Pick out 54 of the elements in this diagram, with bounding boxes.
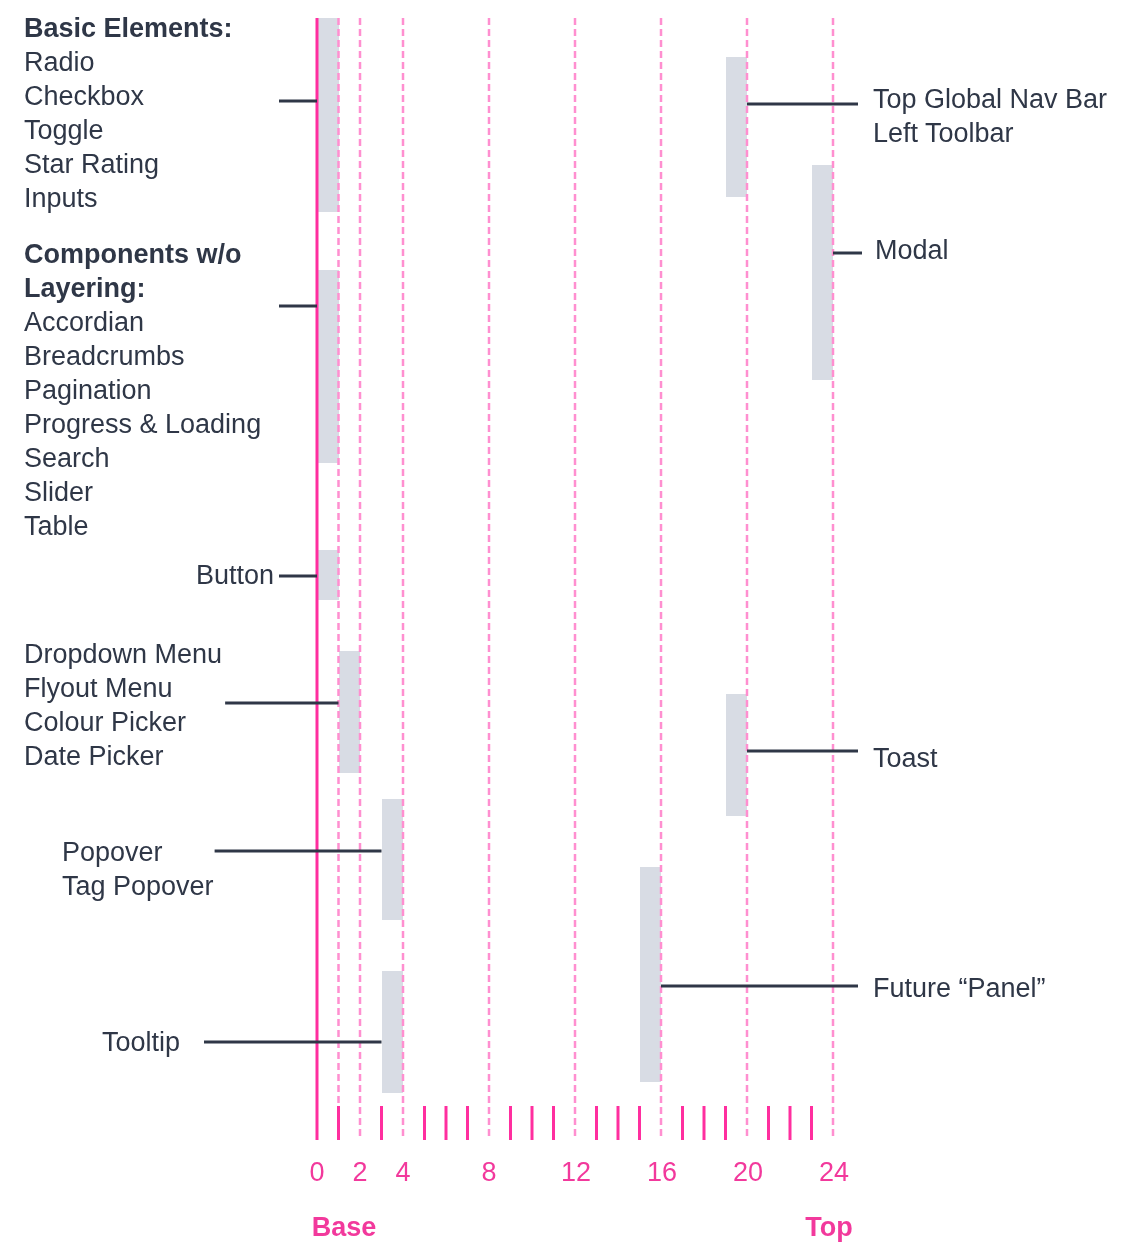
component-name: Date Picker bbox=[24, 740, 164, 773]
axis-end-label: Top bbox=[805, 1211, 853, 1244]
tick-label: 24 bbox=[819, 1156, 849, 1189]
tick-label: 20 bbox=[733, 1156, 763, 1189]
layer-bar bbox=[725, 694, 747, 816]
component-name: Breadcrumbs bbox=[24, 340, 185, 373]
layer-bar bbox=[381, 799, 403, 920]
component-name: Pagination bbox=[24, 374, 152, 407]
component-name: Toggle bbox=[24, 114, 104, 147]
layer-bar bbox=[338, 651, 360, 773]
tick-label: 8 bbox=[481, 1156, 497, 1189]
layer-bar bbox=[639, 867, 661, 1082]
component-name: Star Rating bbox=[24, 148, 160, 181]
leader-line bbox=[661, 984, 858, 988]
leader-line bbox=[833, 251, 862, 255]
leader-line bbox=[225, 701, 339, 705]
component-name: Dropdown Menu bbox=[24, 638, 223, 671]
component-name: Left Toolbar bbox=[873, 117, 1014, 150]
component-name: Colour Picker bbox=[24, 706, 187, 739]
component-name: Progress & Loading bbox=[24, 408, 262, 441]
layer-bar bbox=[381, 971, 403, 1093]
group-heading: Components w/o Layering: bbox=[24, 238, 243, 305]
component-name: Popover bbox=[62, 836, 163, 869]
component-name: Radio bbox=[24, 46, 95, 79]
component-name: Future “Panel” bbox=[873, 972, 1046, 1005]
leader-line bbox=[279, 99, 317, 103]
component-name: Modal bbox=[875, 234, 949, 267]
tick-label: 2 bbox=[352, 1156, 368, 1189]
leader-line bbox=[747, 749, 858, 753]
component-name: Accordian bbox=[24, 306, 145, 339]
component-name: Button bbox=[195, 559, 274, 592]
tick-label: 16 bbox=[647, 1156, 677, 1189]
tick-label: 0 bbox=[309, 1156, 325, 1189]
component-name: Tag Popover bbox=[62, 870, 214, 903]
component-name: Table bbox=[24, 510, 89, 543]
component-name: Flyout Menu bbox=[24, 672, 173, 705]
component-name: Inputs bbox=[24, 182, 98, 215]
group-heading: Basic Elements: bbox=[24, 12, 233, 45]
layer-bar bbox=[811, 165, 833, 380]
leader-line bbox=[214, 849, 382, 853]
component-name: Search bbox=[24, 442, 110, 475]
component-name: Checkbox bbox=[24, 80, 145, 113]
layer-bar bbox=[725, 57, 747, 197]
component-name: Tooltip bbox=[102, 1026, 181, 1059]
leader-line bbox=[279, 574, 317, 578]
leader-line bbox=[279, 304, 317, 308]
tick-label: 12 bbox=[561, 1156, 591, 1189]
component-name: Slider bbox=[24, 476, 94, 509]
tick-label: 4 bbox=[395, 1156, 411, 1189]
leader-line bbox=[204, 1040, 382, 1044]
axis-end-label: Base bbox=[311, 1211, 377, 1244]
component-name: Top Global Nav Bar bbox=[873, 83, 1108, 116]
component-name: Toast bbox=[873, 742, 938, 775]
leader-line bbox=[747, 102, 858, 106]
